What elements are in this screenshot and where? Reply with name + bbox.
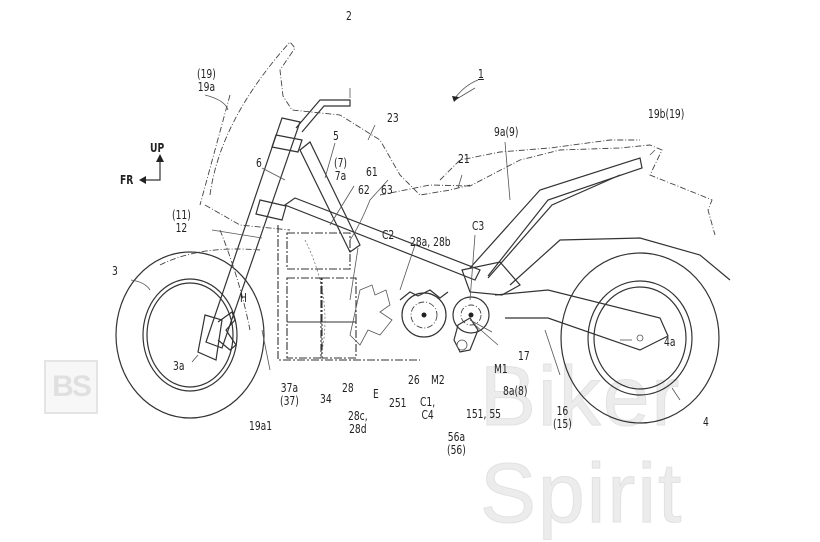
label-19a1: 19a1 [249, 419, 273, 433]
label-28a-28b: 28a, 28b [410, 235, 451, 249]
label-5: 5 [333, 129, 339, 143]
label-26: 26 [408, 373, 420, 387]
handlebar [295, 99, 351, 133]
label-up: UP [150, 141, 165, 155]
label-C3: C3 [472, 219, 485, 233]
label-11-12: (11)12 [172, 208, 191, 235]
direction-indicator [139, 154, 164, 184]
label-H: H [240, 291, 247, 305]
rear-wheel [560, 252, 720, 424]
label-M1: M1 [494, 362, 508, 376]
battery-boxes [277, 225, 420, 361]
label-2: 2 [346, 9, 352, 23]
label-151-55: 151, 55 [466, 407, 502, 421]
label-28: 28 [342, 381, 354, 395]
label-6: 6 [256, 156, 262, 170]
label-9a: 9a(9) [494, 125, 519, 139]
label-1: 1 [478, 67, 484, 81]
label-C2: C2 [382, 228, 395, 242]
patent-drawing: BS Biker Spirit [44, 9, 731, 541]
label-3a: 3a [173, 359, 185, 373]
label-8a-8: 8a(8) [503, 384, 528, 398]
reference-arrow [454, 79, 479, 99]
label-63: 63 [381, 183, 393, 197]
label-37a-37: 37a(37) [280, 381, 299, 408]
label-M2: M2 [431, 373, 445, 387]
motorcycle-drawing [115, 41, 731, 424]
label-17: 17 [518, 349, 530, 363]
label-23: 23 [387, 111, 399, 125]
label-fr: FR [120, 173, 134, 187]
label-19-19a: (19)19a [197, 67, 216, 94]
label-E: E [373, 387, 379, 401]
label-7-7a: (7)7a [334, 156, 348, 183]
label-19b: 19b(19) [648, 107, 685, 121]
label-61: 61 [366, 165, 378, 179]
bs-logo-watermark: BS [44, 360, 98, 414]
drive-unit [349, 284, 490, 353]
label-4a: 4a [664, 335, 676, 349]
label-4: 4 [703, 415, 709, 429]
label-3: 3 [112, 264, 118, 278]
bodywork-outline [159, 41, 716, 361]
label-28c-28d: 28c,28d [348, 409, 368, 436]
label-56a-56: 56a(56) [447, 430, 466, 457]
front-wheel [115, 251, 265, 419]
leader-lines [130, 87, 681, 401]
label-34: 34 [320, 392, 332, 406]
label-251: 251 [389, 396, 407, 410]
label-62: 62 [358, 183, 370, 197]
label-C1-C4: C1,C4 [420, 395, 436, 422]
front-fork [197, 117, 303, 361]
label-21: 21 [458, 152, 470, 166]
label-16-15: 16(15) [553, 404, 572, 431]
